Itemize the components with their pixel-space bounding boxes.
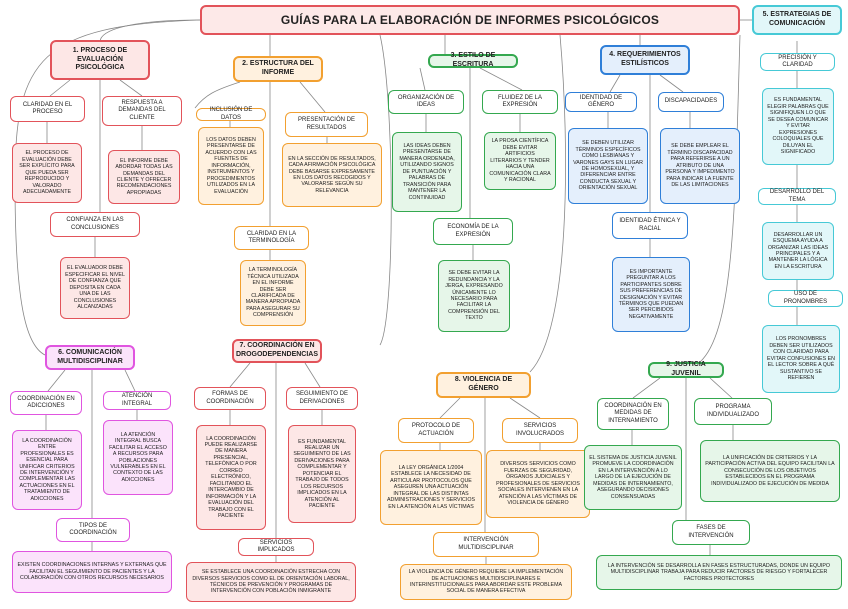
s8-a-text: LA LEY ORGÁNICA 1/2004 ESTABLECE LA NECE… bbox=[380, 450, 482, 525]
link-s8-a bbox=[439, 397, 461, 419]
s9-b-label: PROGRAMA INDIVIDUALIZADO bbox=[694, 398, 772, 425]
s2-b-label: PRESENTACIÓN DE RESULTADOS bbox=[285, 112, 368, 137]
s5-b-text: DESARROLLAR UN ESQUEMA AYUDA A ORGANIZAR… bbox=[762, 222, 834, 280]
s9-b-text: LA UNIFICACIÓN DE CRITERIOS Y LA PARTICI… bbox=[700, 440, 840, 502]
s4-b-label: DISCAPACIDADES bbox=[658, 92, 724, 112]
s7-a-label: FORMAS DE COORDINACIÓN bbox=[194, 387, 266, 410]
map-title: GUÍAS PARA LA ELABORACIÓN DE INFORMES PS… bbox=[200, 5, 740, 35]
link-s1-a bbox=[49, 79, 71, 97]
s6-c-text: EXISTEN COORDINACIONES INTERNAS Y EXTERN… bbox=[12, 551, 172, 593]
s9-title: 9. JUSTICIA JUVENIL bbox=[648, 361, 724, 378]
s4-a-text: SE DEBEN UTILIZAR TÉRMINOS ESPECÍFICOS C… bbox=[568, 128, 648, 204]
s8-b-text: DIVERSOS SERVICIOS COMO FUERZAS DE SEGUR… bbox=[486, 450, 590, 518]
s8-b-label: SERVICIOS INVOLUCRADOS bbox=[502, 418, 578, 443]
s3-b-text: LA PROSA CIENTÍFICA DEBE EVITAR ARTIFICI… bbox=[484, 132, 556, 190]
s4-c-text: ES IMPORTANTE PREGUNTAR A LOS PARTICIPAN… bbox=[612, 257, 690, 332]
s6-title: 6. COMUNICACIÓN MULTIDISCIPLINAR bbox=[45, 345, 135, 370]
s8-c-label: INTERVENCIÓN MULTIDISCIPLINAR bbox=[433, 532, 539, 557]
s1-a-text: EL PROCESO DE EVALUACIÓN DEBE SER EXPLÍC… bbox=[12, 143, 82, 203]
link-s6-b bbox=[124, 369, 136, 392]
s2-title: 2. ESTRUCTURA DEL INFORME bbox=[233, 56, 323, 82]
s1-title: 1. PROCESO DE EVALUACIÓN PSICOLÓGICA bbox=[50, 40, 150, 80]
link-s8-b bbox=[509, 397, 541, 419]
s9-c-label: FASES DE INTERVENCIÓN bbox=[672, 520, 750, 545]
s5-c-label: USO DE PRONOMBRES bbox=[768, 290, 843, 307]
link-s3-a bbox=[419, 67, 426, 91]
link-s7-a bbox=[229, 362, 251, 388]
s7-b-text: ES FUNDAMENTAL REALIZAR UN SEGUIMIENTO D… bbox=[288, 425, 356, 523]
s8-title: 8. VIOLENCIA DE GÉNERO bbox=[436, 372, 531, 398]
s5-title: 5. ESTRATEGIAS DE COMUNICACIÓN bbox=[752, 5, 842, 35]
s4-c-label: IDENTIDAD ÉTNICA Y RACIAL bbox=[612, 212, 688, 239]
link-title-s9 bbox=[699, 34, 741, 363]
s9-a-text: EL SISTEMA DE JUSTICIA JUVENIL PROMUEVE … bbox=[584, 445, 682, 510]
s8-c-text: LA VIOLENCIA DE GÉNERO REQUIERE LA IMPLE… bbox=[400, 564, 572, 600]
link-title-s7 bbox=[379, 34, 392, 346]
s2-c-label: CLARIDAD EN LA TERMINOLOGÍA bbox=[234, 226, 309, 250]
s6-b-text: LA ATENCIÓN INTEGRAL BUSCA FACILITAR EL … bbox=[103, 420, 173, 495]
link-s4-b bbox=[659, 74, 684, 93]
s6-a-label: COORDINACIÓN EN ADICCIONES bbox=[10, 391, 82, 415]
s3-c-text: SE DEBE EVITAR LA REDUNDANCIA Y LA JERGA… bbox=[438, 260, 510, 332]
link-s9-a bbox=[632, 377, 661, 399]
s3-a-text: LAS IDEAS DEBEN PRESENTARSE DE MANERA OR… bbox=[392, 132, 462, 212]
s3-b-label: FLUIDEZ DE LA EXPRESIÓN bbox=[482, 90, 558, 114]
s7-title: 7. COORDINACIÓN EN DROGODEPENDENCIAS bbox=[232, 339, 322, 363]
link-s2-a bbox=[194, 81, 241, 109]
link-s7-b bbox=[304, 362, 321, 388]
s1-c-label: CONFIANZA EN LAS CONCLUSIONES bbox=[50, 212, 140, 237]
s2-b-text: EN LA SECCIÓN DE RESULTADOS, CADA AFIRMA… bbox=[282, 143, 382, 207]
s3-title: 3. ESTILO DE ESCRITURA bbox=[428, 52, 518, 68]
s1-b-text: EL INFORME DEBE ABORDAR TODAS LAS DEMAND… bbox=[108, 150, 180, 204]
s7-b-label: SEGUIMIENTO DE DERIVACIONES bbox=[286, 387, 358, 410]
s6-a-text: LA COORDINACIÓN ENTRE PROFESIONALES ES E… bbox=[12, 430, 82, 510]
link-s1-b bbox=[119, 79, 143, 97]
link-s2-b bbox=[299, 81, 326, 113]
s6-c-label: TIPOS DE COORDINACIÓN bbox=[56, 518, 130, 542]
s1-c-text: EL EVALUADOR DEBE ESPECIFICAR EL NIVEL D… bbox=[60, 257, 130, 319]
s1-b-label: RESPUESTA A DEMANDAS DEL CLIENTE bbox=[102, 96, 182, 126]
link-s4-a bbox=[609, 74, 621, 93]
s5-c-text: LOS PRONOMBRES DEBEN SER UTILIZADOS CON … bbox=[762, 325, 840, 393]
s2-c-text: LA TERMINOLOGÍA TÉCNICA UTILIZADA EN EL … bbox=[240, 260, 306, 326]
s5-a-text: ES FUNDAMENTAL ELEGIR PALABRAS QUE SIGNI… bbox=[762, 88, 834, 165]
s3-a-label: ORGANIZACIÓN DE IDEAS bbox=[388, 90, 464, 114]
s5-b-label: DESARROLLO DEL TEMA bbox=[758, 188, 836, 205]
s1-a-label: CLARIDAD EN EL PROCESO bbox=[10, 96, 85, 122]
link-s6-a bbox=[47, 369, 66, 392]
link-s9-b bbox=[709, 377, 733, 399]
s7-a-text: LA COORDINACIÓN PUEDE REALIZARSE DE MANE… bbox=[196, 425, 266, 530]
s8-a-label: PROTOCOLO DE ACTUACIÓN bbox=[398, 418, 474, 443]
link-title-s8 bbox=[529, 34, 566, 373]
s2-a-label: INCLUSIÓN DE DATOS bbox=[196, 107, 266, 121]
s9-c-text: LA INTERVENCIÓN SE DESARROLLA EN FASES E… bbox=[596, 555, 842, 590]
s9-a-label: COORDINACIÓN EN MEDIDAS DE INTERNAMIENTO bbox=[597, 398, 669, 430]
s4-a-label: IDENTIDAD DE GÉNERO bbox=[565, 92, 637, 112]
s2-a-text: LOS DATOS DEBEN PRESENTARSE DE ACUERDO C… bbox=[198, 127, 264, 205]
s3-c-label: ECONOMÍA DE LA EXPRESIÓN bbox=[433, 218, 513, 245]
s5-a-label: PRECISIÓN Y CLARIDAD bbox=[760, 53, 835, 71]
link-s3-b bbox=[479, 67, 523, 91]
s7-c-label: SERVICIOS IMPLICADOS bbox=[238, 538, 314, 556]
s7-c-text: SE ESTABLECE UNA COORDINACIÓN ESTRECHA C… bbox=[186, 562, 356, 602]
s4-title: 4. REQUERIMIENTOS ESTILÍSTICOS bbox=[600, 45, 690, 75]
s6-b-label: ATENCIÓN INTEGRAL bbox=[103, 391, 171, 410]
s4-b-text: SE DEBE EMPLEAR EL TÉRMINO DISCAPACIDAD … bbox=[660, 128, 740, 204]
